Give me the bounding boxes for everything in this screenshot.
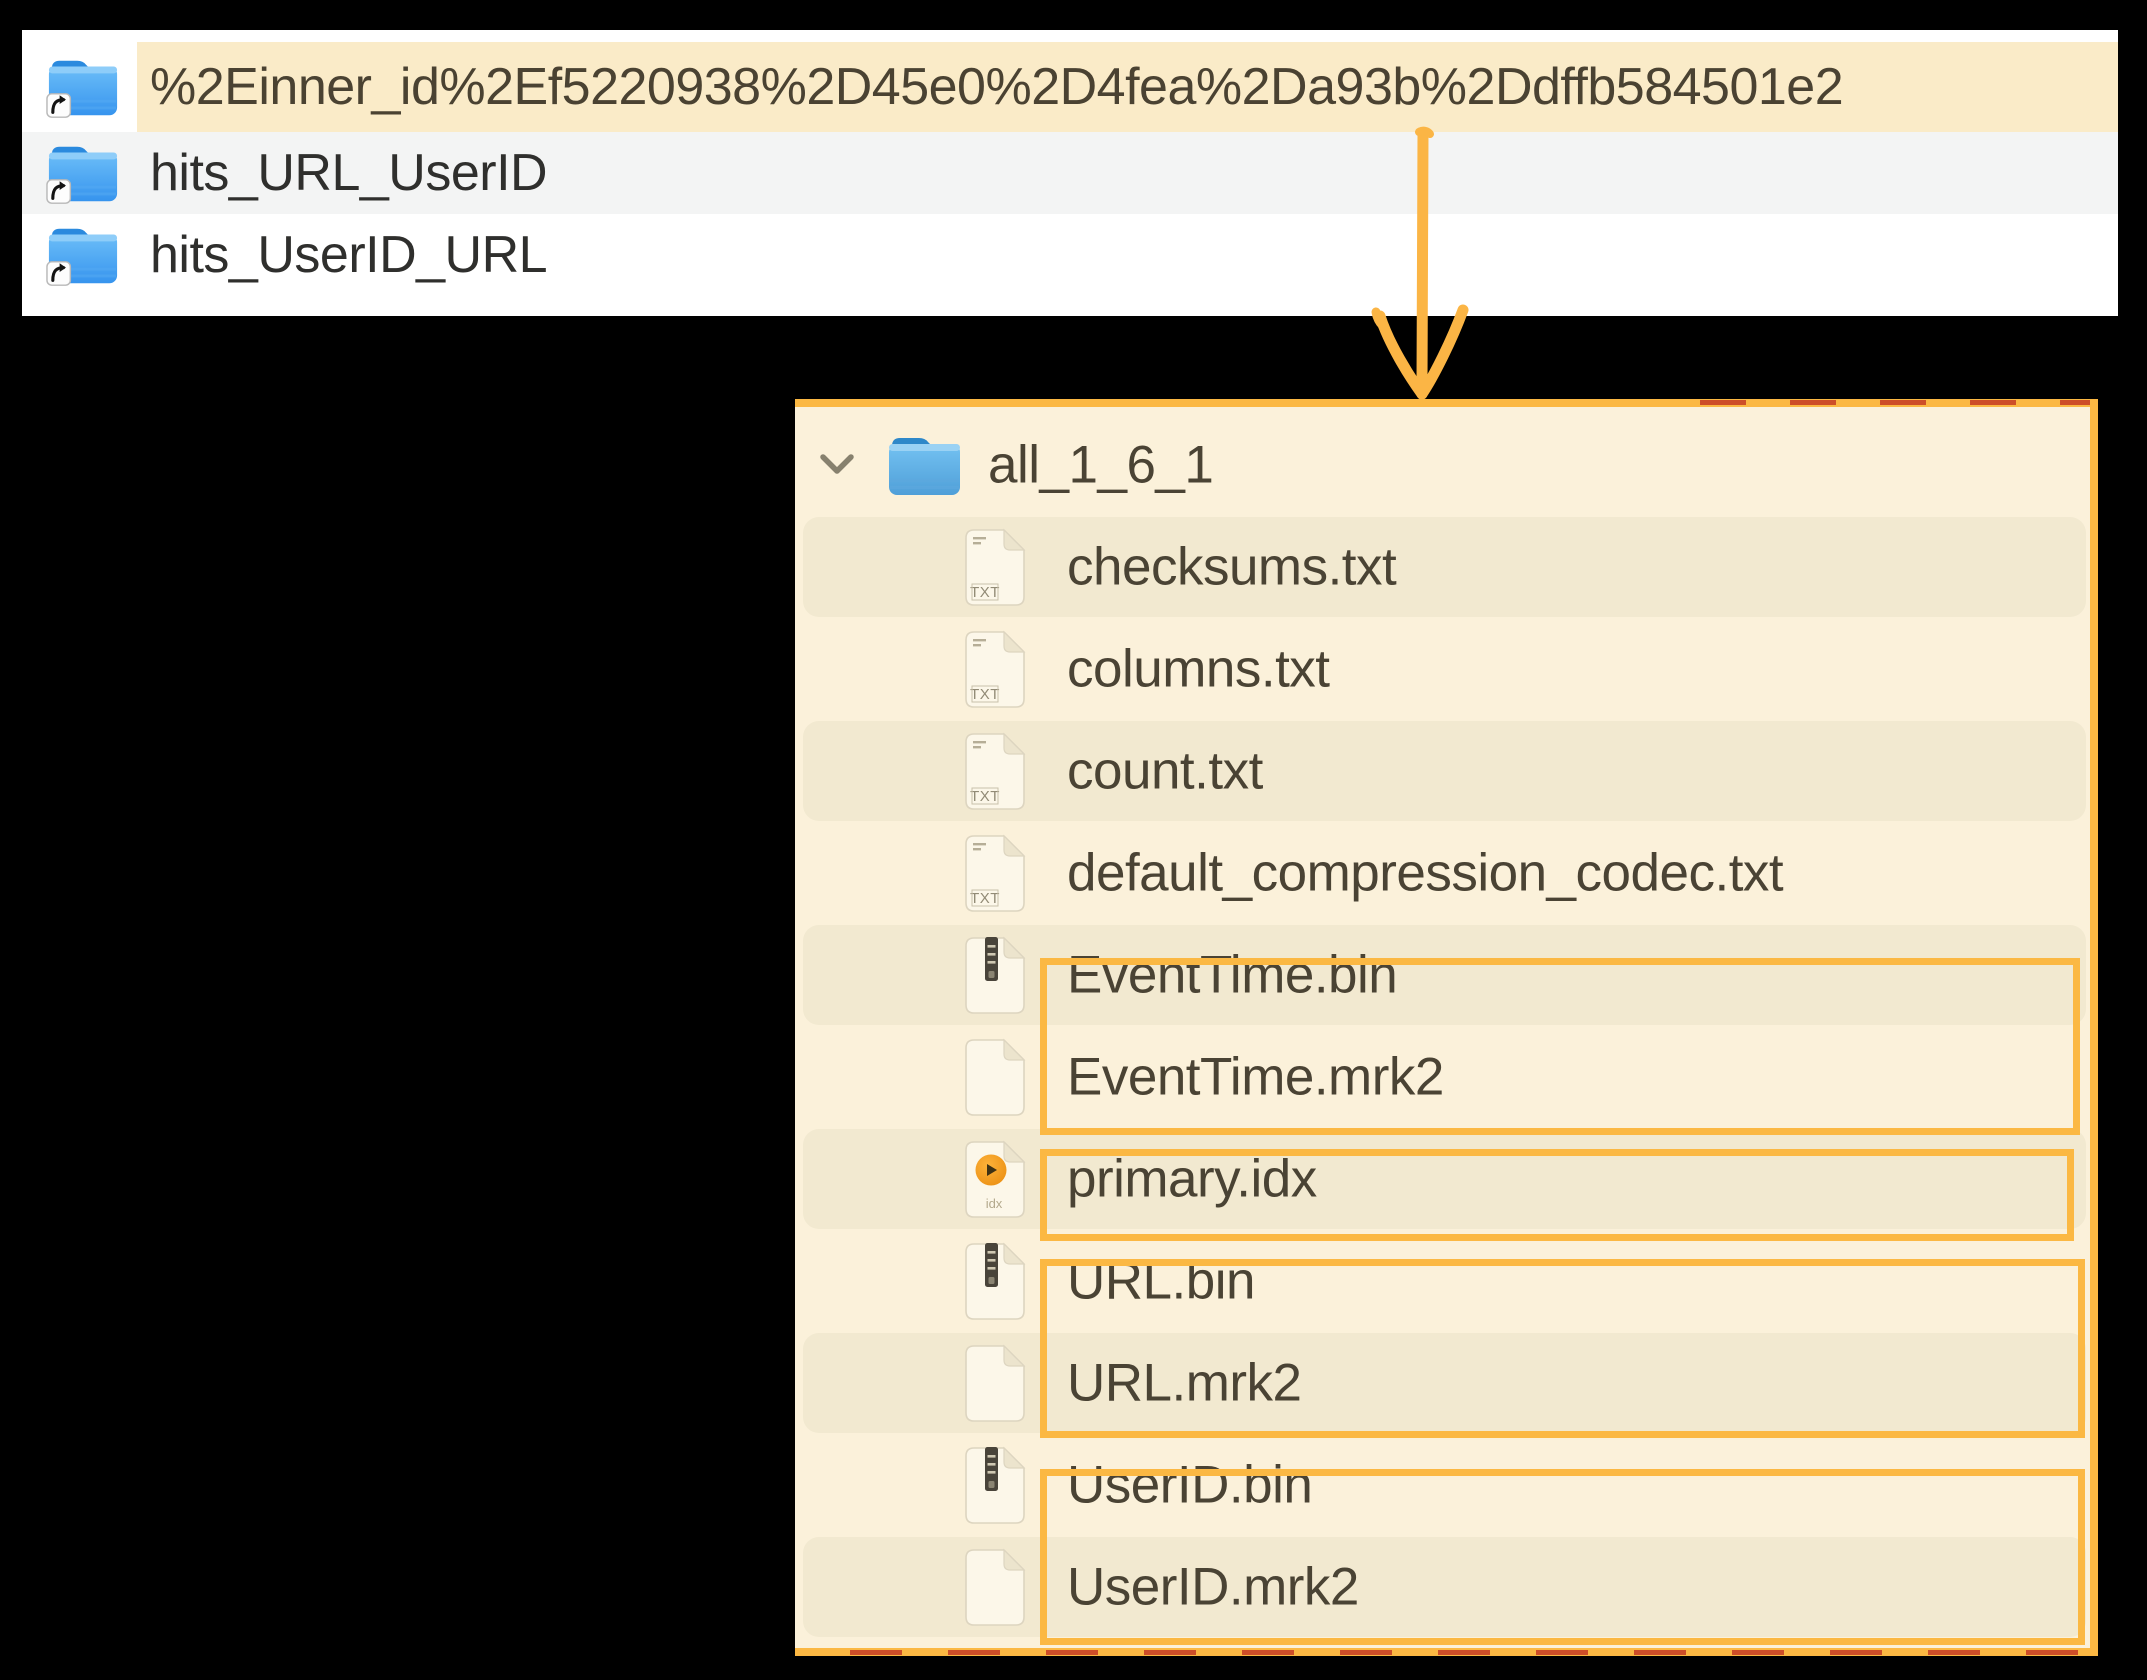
folder-icon [885,432,963,498]
file-name: URL.mrk2 [1067,1353,1302,1413]
file-name: UserID.mrk2 [1067,1557,1359,1617]
file-name: all_1_6_1 [988,435,1214,495]
idx-file-icon: idx [963,1139,1027,1219]
finder-list-window: %2Einner_id%2Ef5220938%2D45e0%2D4fea%2Da… [22,30,2118,316]
chevron-down-icon[interactable] [820,454,854,476]
folder-name: hits_URL_UserID [150,144,548,202]
row-background [137,42,2118,132]
file-name: EventTime.bin [1067,945,1398,1005]
folder-alias-icon [46,54,120,120]
tree-row-file[interactable]: TXT columns.txt [795,618,2090,720]
tree-row-file[interactable]: UserID.mrk2 [795,1536,2090,1638]
folder-row-3[interactable]: hits_UserID_URL [22,214,2118,296]
tree-row-file[interactable]: idx primary.idx [795,1128,2090,1230]
svg-text:idx: idx [986,1196,1003,1211]
mrk2-file-icon [963,1037,1027,1117]
tree-row-file[interactable]: TXT checksums.txt [795,516,2090,618]
part-contents-panel: all_1_6_1 TXT checksums.txt TXT columns.… [795,399,2098,1656]
txt-file-icon: TXT [963,731,1027,811]
bin-file-icon [963,1445,1027,1525]
file-name: default_compression_codec.txt [1067,843,1784,903]
svg-text:TXT: TXT [970,788,1000,805]
file-name: EventTime.mrk2 [1067,1047,1444,1107]
txt-file-icon: TXT [963,527,1027,607]
red-dashed-line-top [1700,400,2090,405]
folder-alias-icon [46,140,120,206]
folder-alias-icon [46,222,120,288]
arrow-down-annotation [1371,126,1469,400]
tree-row-file[interactable]: UserID.bin [795,1434,2090,1536]
file-name: count.txt [1067,741,1263,801]
file-name: checksums.txt [1067,537,1397,597]
tree-row-folder[interactable]: all_1_6_1 [795,414,2090,516]
file-name: columns.txt [1067,639,1330,699]
tree-row-file[interactable]: TXT count.txt [795,720,2090,822]
svg-text:TXT: TXT [970,584,1000,601]
row-background [22,132,2118,214]
mrk2-file-icon [963,1547,1027,1627]
tree-row-file[interactable]: EventTime.mrk2 [795,1026,2090,1128]
txt-file-icon: TXT [963,629,1027,709]
red-dashed-line-bottom [850,1650,2082,1655]
folder-name: %2Einner_id%2Ef5220938%2D45e0%2D4fea%2Da… [150,58,1844,116]
tree-row-file[interactable]: URL.bin [795,1230,2090,1332]
folder-name: hits_UserID_URL [150,226,548,284]
tree-row-file[interactable]: EventTime.bin [795,924,2090,1026]
tree-row-file[interactable]: TXT default_compression_codec.txt [795,822,2090,924]
txt-file-icon: TXT [963,833,1027,913]
bin-file-icon [963,1241,1027,1321]
svg-text:TXT: TXT [970,686,1000,703]
mrk2-file-icon [963,1343,1027,1423]
file-name: UserID.bin [1067,1455,1313,1515]
folder-row-1[interactable]: %2Einner_id%2Ef5220938%2D45e0%2D4fea%2Da… [22,42,2118,132]
tree-row-file[interactable]: URL.mrk2 [795,1332,2090,1434]
file-name: URL.bin [1067,1251,1255,1311]
file-name: primary.idx [1067,1149,1317,1209]
folder-row-2[interactable]: hits_URL_UserID [22,132,2118,214]
bin-file-icon [963,935,1027,1015]
svg-text:TXT: TXT [970,890,1000,907]
